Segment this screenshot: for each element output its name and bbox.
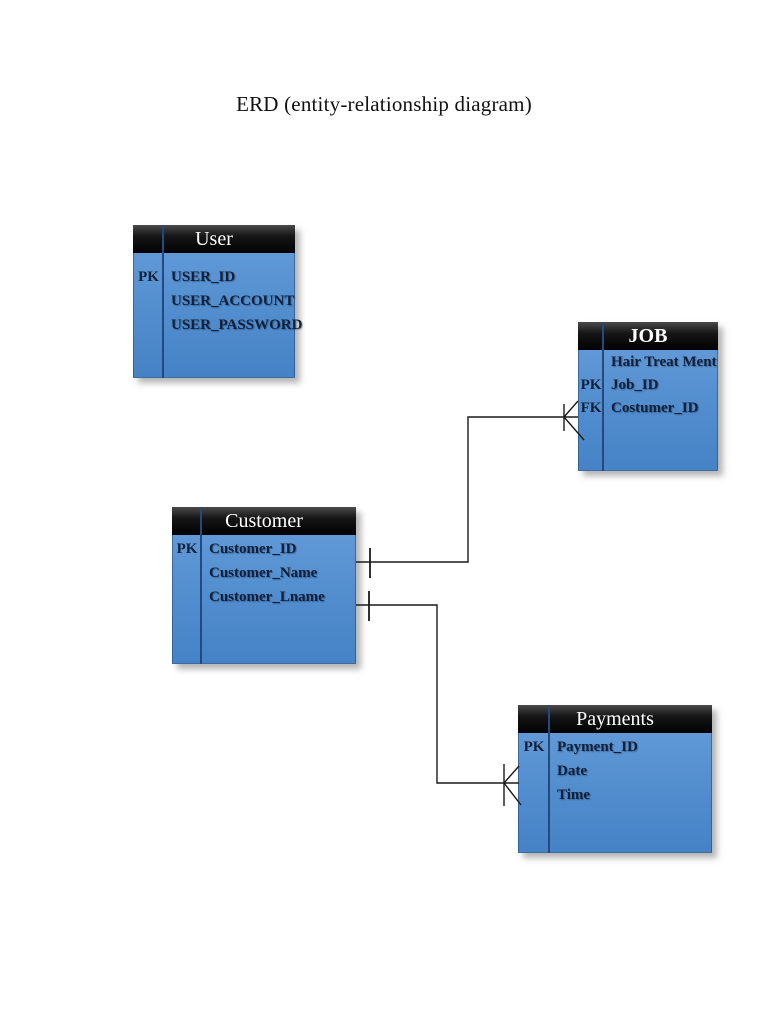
entity-customer-body: PK Customer_ID Customer_Name Customer_Ln… [172, 535, 356, 664]
attribute-name: Hair Treat Ment [611, 354, 717, 370]
attribute-name: Customer_Lname [209, 588, 325, 605]
attribute-row: PK Job_ID [579, 374, 717, 397]
attribute-row: USER_PASSWORD [134, 313, 302, 337]
key-label: PK [580, 377, 602, 393]
key-label: PK [138, 268, 159, 285]
attribute-name: Customer_Name [209, 564, 318, 581]
entity-user: User PK USER_ID USER_ACCOUNT USER_PASSWO… [133, 225, 302, 378]
attribute-row: Customer_Name [173, 561, 355, 585]
attribute-row: PK Payment_ID [519, 735, 711, 759]
entity-user-header: User [133, 225, 295, 253]
entity-payments: Payments PK Payment_ID Date Time [518, 705, 712, 853]
attribute-name: Customer_ID [209, 540, 297, 557]
attribute-row: Customer_Lname [173, 585, 355, 609]
relationship-customer-job [356, 400, 585, 578]
key-column-divider [200, 507, 202, 664]
attribute-row: USER_ACCOUNT [134, 289, 294, 313]
entity-job-header: JOB [578, 322, 718, 350]
entity-customer: Customer PK Customer_ID Customer_Name Cu… [172, 507, 356, 664]
attribute-name: USER_PASSWORD [171, 316, 303, 333]
attribute-name: Time [557, 786, 591, 803]
attribute-name: Payment_ID [557, 738, 638, 755]
entity-customer-title: Customer [225, 510, 303, 532]
entity-user-body: PK USER_ID USER_ACCOUNT USER_PASSWORD [133, 253, 302, 378]
entity-job-title: JOB [628, 325, 668, 347]
attribute-name: USER_ID [171, 268, 236, 285]
attribute-name: Date [557, 762, 587, 779]
attribute-name: USER_ACCOUNT [171, 292, 295, 309]
attribute-row: Date [519, 759, 711, 783]
page-title: ERD (entity-relationship diagram) [236, 92, 532, 116]
entity-payments-body: PK Payment_ID Date Time [518, 733, 712, 853]
key-column-divider [162, 225, 164, 378]
key-column-divider [602, 322, 604, 471]
attribute-row: PK USER_ID [134, 265, 294, 289]
connector-line [356, 604, 504, 784]
entity-job: JOB Hair Treat Ment PK Job_ID FK Costume… [578, 322, 718, 471]
connector-line [356, 416, 564, 563]
entity-payments-header: Payments [518, 705, 712, 733]
key-label: PK [523, 738, 545, 755]
attribute-row: Hair Treat Ment [579, 351, 717, 374]
entity-payments-title: Payments [576, 708, 654, 730]
attribute-name: Job_ID [611, 377, 659, 393]
relationship-customer-payments [356, 591, 522, 806]
attribute-row: FK Costumer_ID [579, 397, 717, 420]
attribute-name: Costumer_ID [611, 400, 699, 416]
key-label: PK [176, 540, 198, 557]
entity-customer-header: Customer [172, 507, 356, 535]
entity-user-title: User [195, 228, 233, 250]
key-column-divider [548, 705, 550, 853]
entity-job-body: Hair Treat Ment PK Job_ID FK Costumer_ID [578, 350, 718, 471]
key-label: FK [580, 400, 602, 416]
attribute-row: PK Customer_ID [173, 537, 355, 561]
attribute-row: Time [519, 783, 711, 807]
